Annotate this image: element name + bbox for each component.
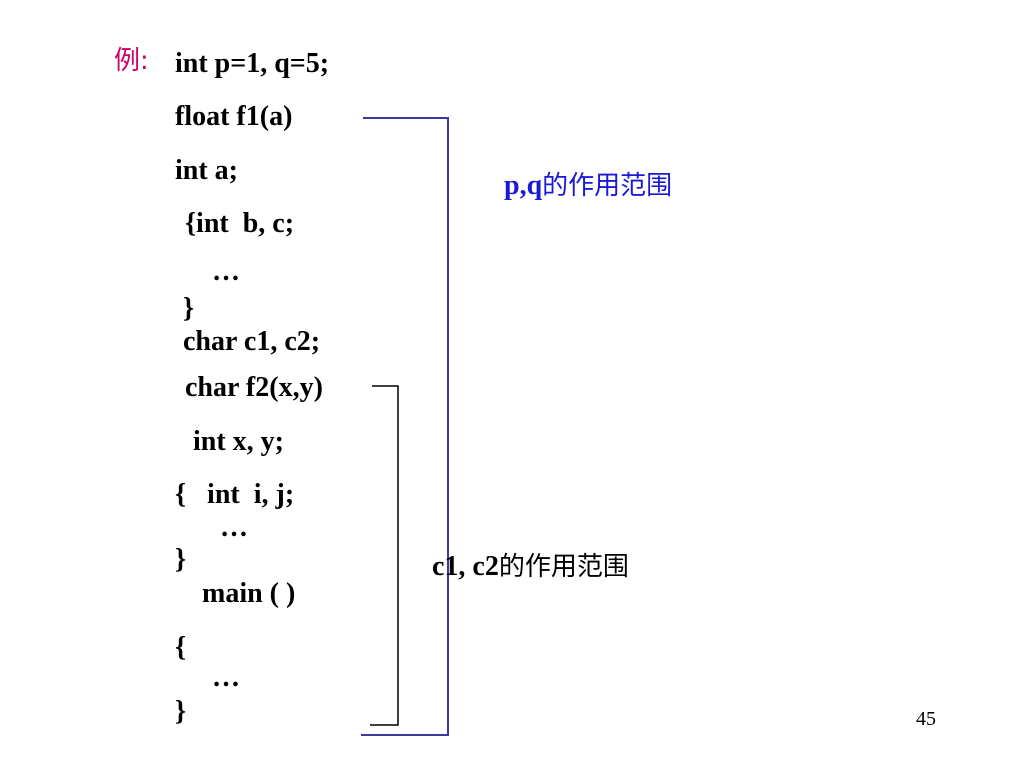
code-line-9: int x, y; [193, 426, 284, 457]
code-line-10: { int i, j; [175, 479, 295, 510]
pq-scope-label-latin: p,q [504, 170, 543, 201]
c1c2-scope-label-cjk: 的作用范围 [498, 552, 629, 582]
code-line-1: int p=1, q=5; [175, 48, 330, 79]
c1c2-scope-label-latin: c1, c2 [432, 551, 499, 582]
code-line-7: char c1, c2; [183, 326, 321, 357]
code-line-6: } [183, 293, 195, 324]
code-line-13: main ( ) [202, 578, 296, 609]
code-line-3: int a; [175, 155, 238, 186]
c1c2-scope-label: c1, c2的作用范围 [404, 525, 629, 609]
page-number: 45 [916, 708, 936, 730]
code-line-15: … [212, 662, 240, 693]
code-line-14: { [175, 632, 187, 663]
code-line-12: } [175, 544, 187, 575]
pq-scope-label-cjk: 的作用范围 [542, 171, 673, 201]
pq-scope-label: p,q的作用范围 [476, 144, 672, 228]
code-line-5: … [212, 256, 240, 287]
c1c2-scope-bracket [370, 385, 399, 726]
code-line-16: } [175, 696, 187, 727]
code-line-11: … [220, 512, 248, 543]
code-line-2: float f1(a) [175, 101, 293, 132]
code-line-8: char f2(x,y) [185, 372, 323, 403]
example-prefix: 例: [114, 46, 149, 76]
pq-scope-bracket [361, 117, 449, 736]
code-line-4: {int b, c; [185, 208, 295, 239]
